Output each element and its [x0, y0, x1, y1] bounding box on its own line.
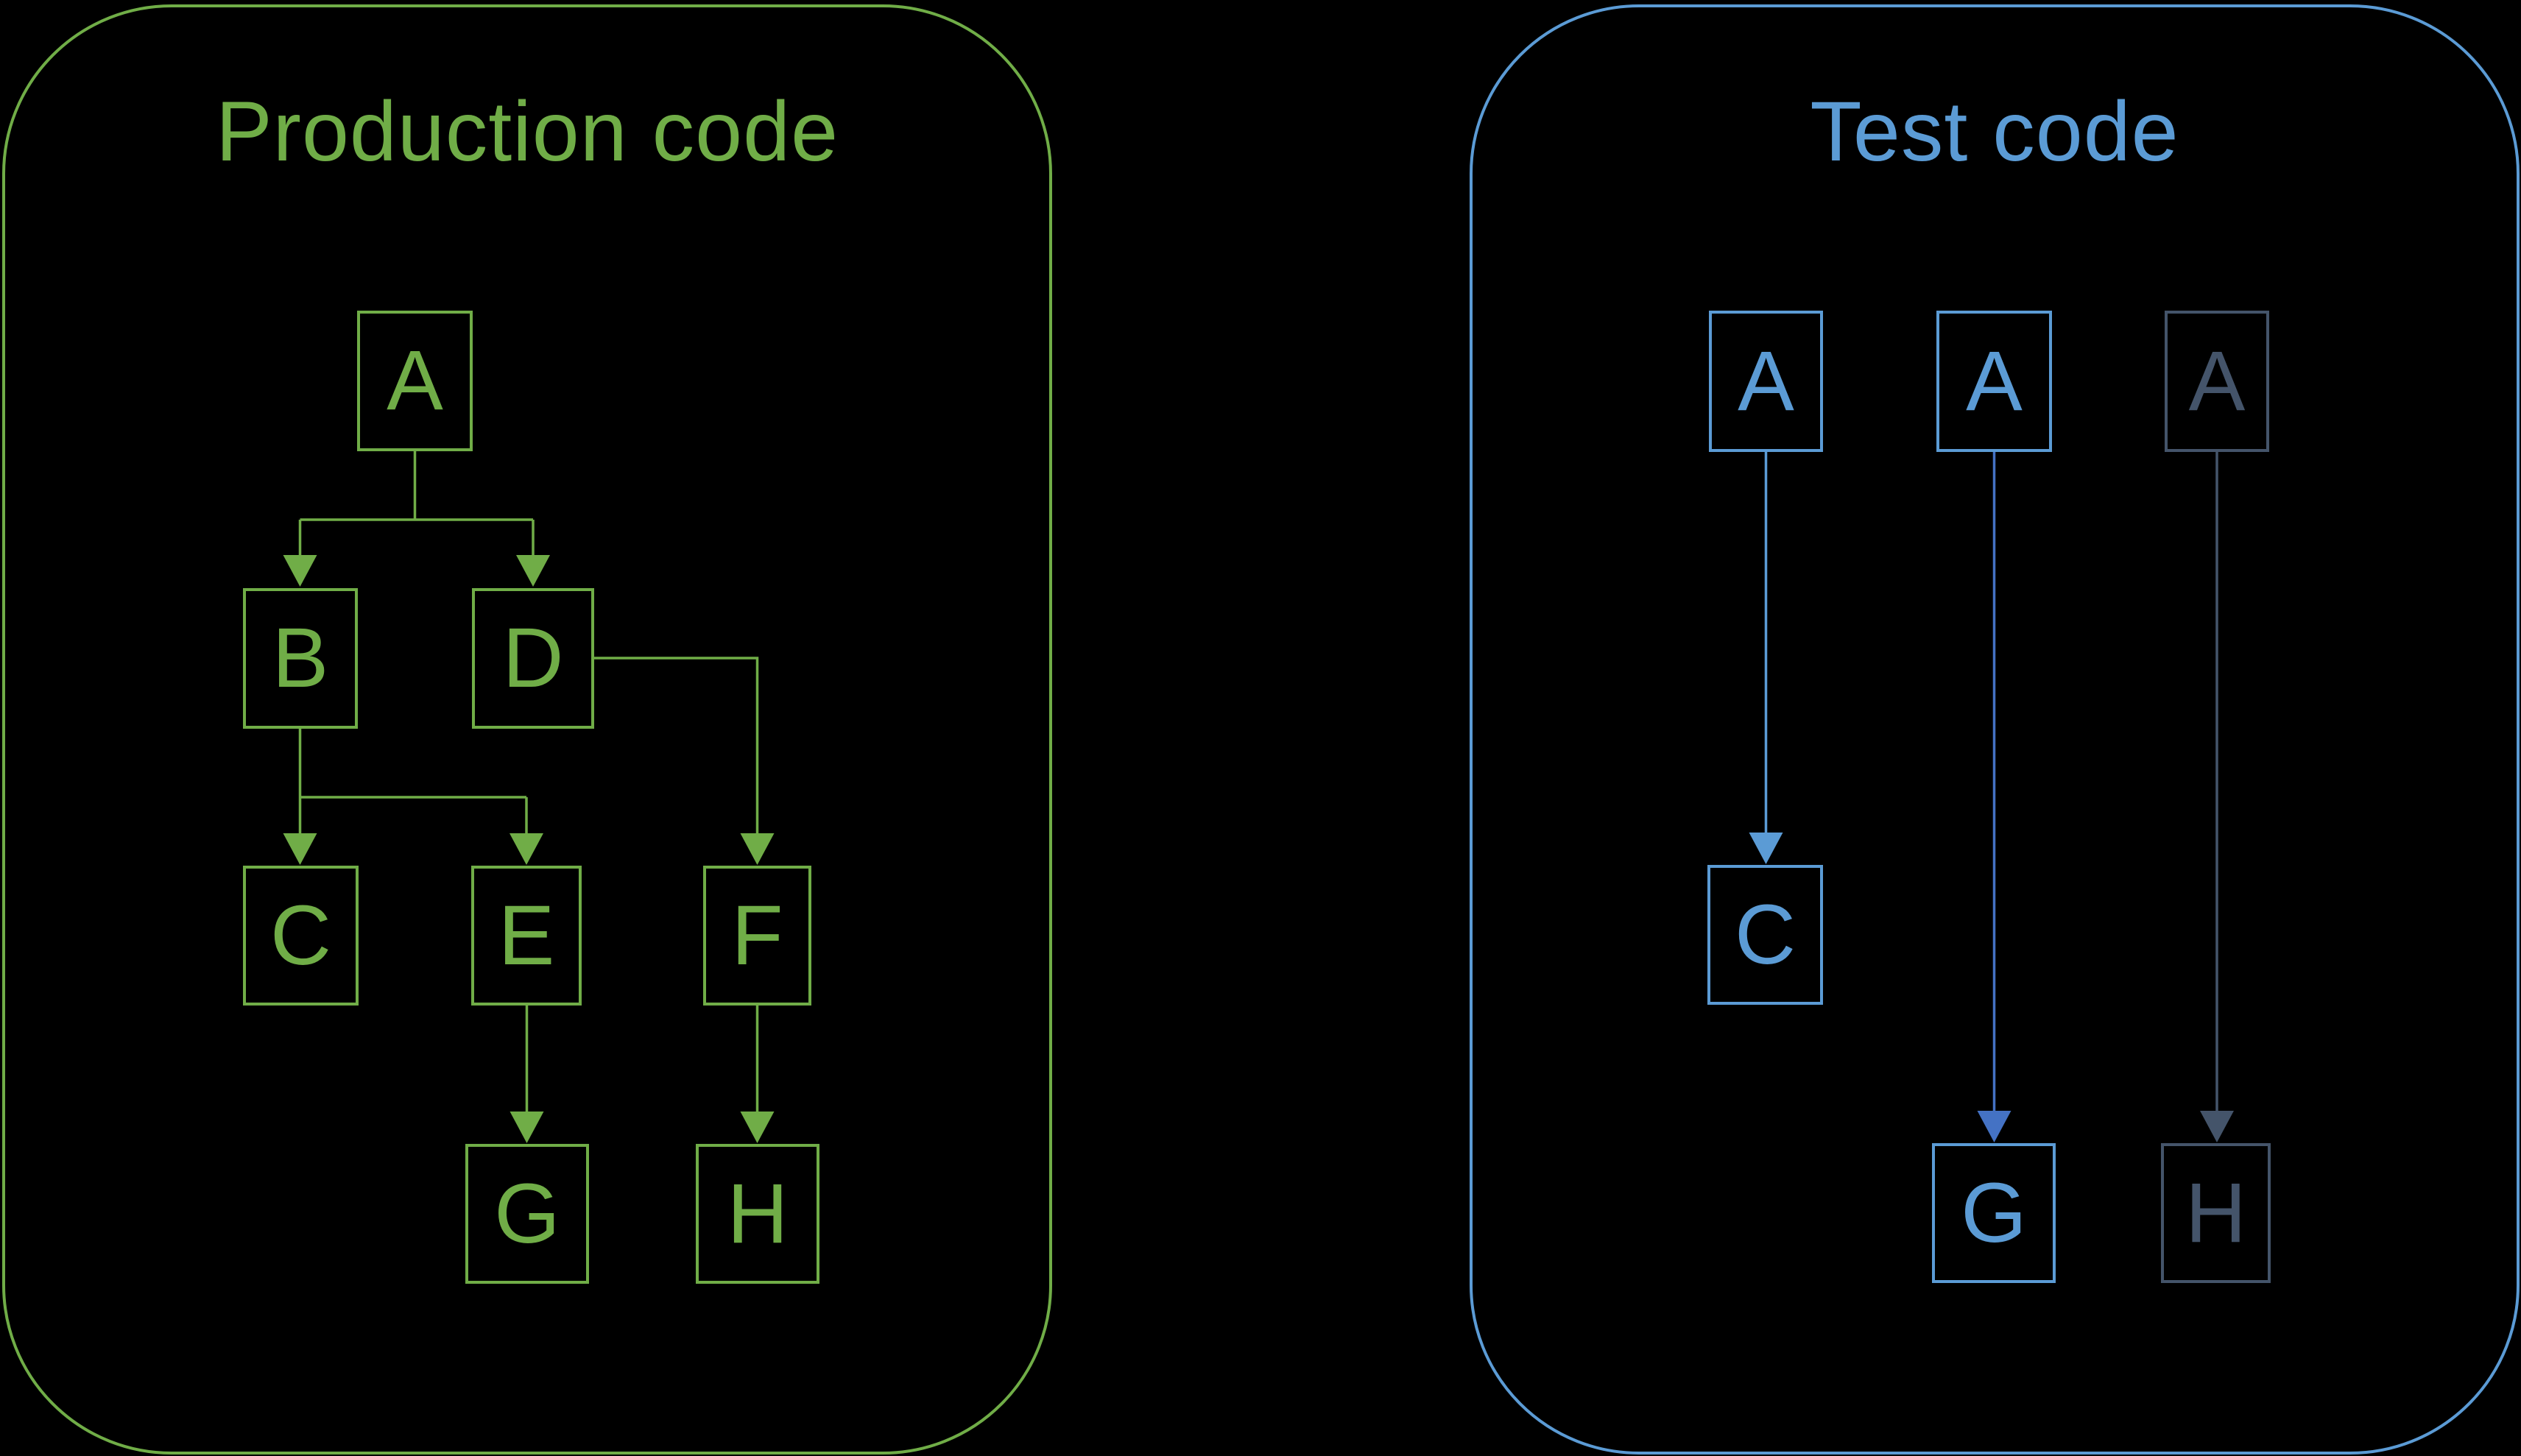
node-h-test: H — [2161, 1143, 2271, 1283]
node-g-test-label: G — [1961, 1165, 2027, 1260]
node-a-test-2: A — [1936, 311, 2052, 452]
node-d-production: D — [472, 588, 594, 729]
node-a-production-label: A — [387, 333, 443, 428]
node-a-test-2-label: A — [1966, 333, 2023, 428]
node-a-test-3: A — [2165, 311, 2269, 452]
node-a-test-1-label: A — [1738, 333, 1794, 428]
node-e-production-label: E — [498, 888, 555, 983]
node-h-test-label: H — [2185, 1165, 2247, 1260]
node-f-production-label: F — [731, 888, 783, 983]
node-c-test-label: C — [1734, 887, 1797, 982]
node-f-production: F — [703, 866, 811, 1006]
production-panel-title: Production code — [215, 85, 839, 179]
node-h-production-label: H — [727, 1166, 789, 1261]
node-a-production: A — [357, 311, 473, 451]
node-c-production: C — [243, 866, 359, 1006]
test-code-panel: Test code — [1470, 4, 2520, 1455]
node-b-production: B — [243, 588, 358, 729]
node-a-test-3-label: A — [2188, 333, 2246, 428]
node-g-production: G — [465, 1144, 589, 1284]
node-c-production-label: C — [269, 888, 332, 983]
production-code-panel: Production code — [2, 4, 1052, 1455]
node-a-test-1: A — [1709, 311, 1823, 452]
node-d-production-label: D — [502, 611, 564, 705]
node-e-production: E — [471, 866, 582, 1006]
node-b-production-label: B — [272, 611, 329, 705]
node-g-test: G — [1932, 1143, 2056, 1283]
node-h-production: H — [696, 1144, 819, 1284]
node-g-production-label: G — [494, 1166, 560, 1261]
node-c-test: C — [1707, 865, 1823, 1005]
test-panel-title: Test code — [1810, 85, 2179, 179]
